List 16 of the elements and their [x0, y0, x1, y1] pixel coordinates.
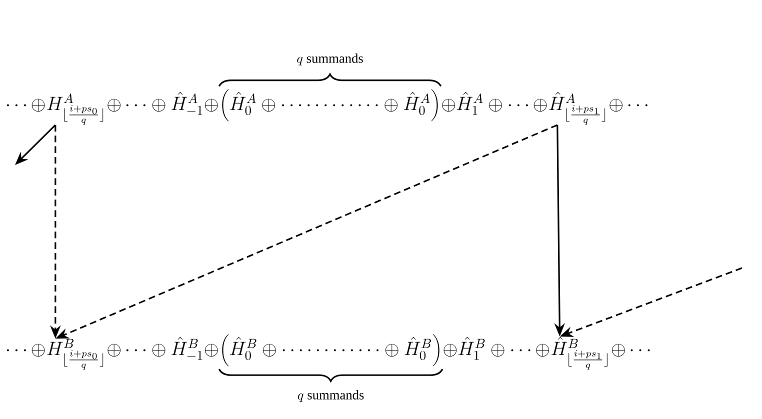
brace-label: $q\ \mbox{summands}$: [297, 53, 363, 66]
math-term: $\oplus\cdots\oplus\hat{H}^{B}_{-1}\oplus$: [108, 336, 218, 360]
math-term: $\cdots\oplus$: [6, 98, 45, 112]
math-term: $\cdots\oplus$: [6, 344, 45, 357]
math-term: $H^{A}_{\lfloor\frac{i+ps_0}{q}\rfloor}$: [47, 93, 104, 125]
math-term: $H^{B}_{\lfloor\frac{i+ps_0}{q}\rfloor}$: [47, 338, 104, 370]
math-term: $\oplus\hat{H}^{A}_{1}\oplus\cdots\oplus$: [442, 92, 547, 115]
math-term: $\bigg(\hat{H}^{A}_{0}\oplus\cdots\cdots\cdots\cdots\oplus\hat{H}^{A}_{0}\bigg)$: [222, 89, 438, 122]
math-term: $\oplus\cdots$: [612, 344, 650, 357]
math-term: $\hat{H}^{B}_{\lfloor\frac{i+ps_1}{q}\rfloor}$: [552, 336, 608, 370]
math-term: $\oplus\cdots$: [610, 98, 648, 112]
math-term: $\bigg(\hat{H}^{B}_{0}\oplus\cdots\cdots\cdots\cdots\oplus\hat{H}^{B}_{0}\bigg)$: [222, 334, 440, 366]
brace-label: $q\ \mbox{summands}$: [298, 390, 364, 402]
math-term: $\oplus\hat{H}^{B}_{1}\oplus\cdots\oplus$: [444, 336, 549, 360]
math-term: $\oplus\cdots\oplus\hat{H}^{A}_{-1}\oplus$: [108, 92, 218, 115]
math-term: $\hat{H}^{A}_{\lfloor\frac{i+ps_1}{q}\rfloor}$: [549, 92, 606, 125]
